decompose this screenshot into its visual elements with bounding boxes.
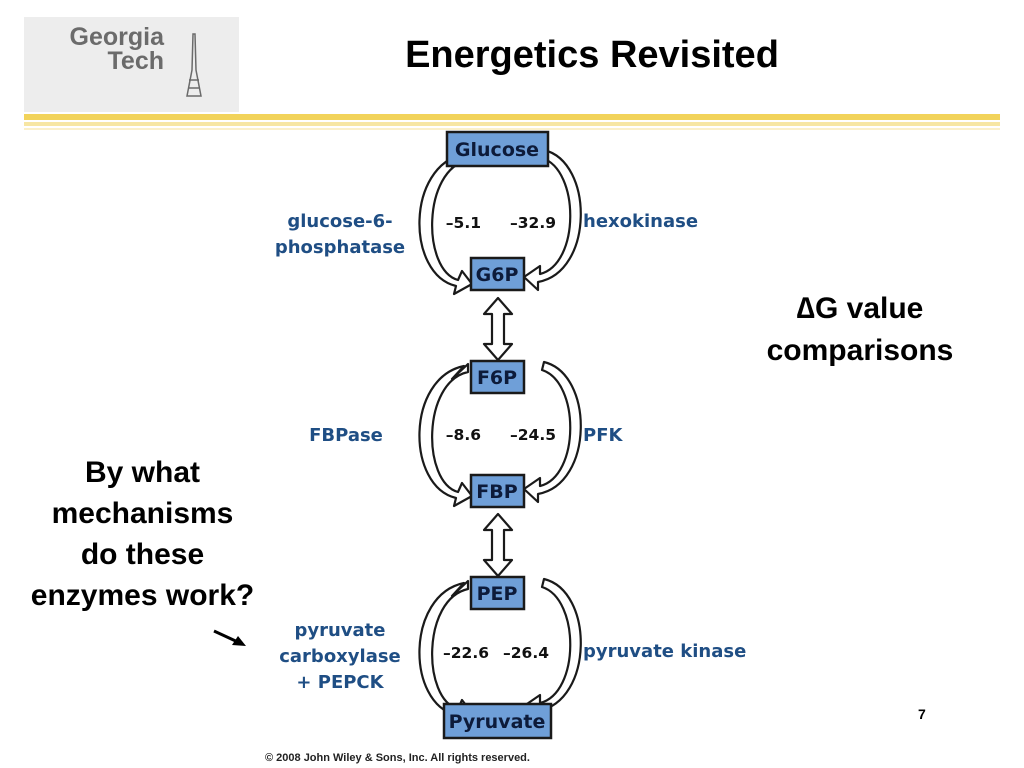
dg-reverse-1: –5.1 [446, 214, 481, 232]
pep-label: PEP [477, 583, 518, 605]
logo-line-1: Georgia [69, 23, 164, 51]
reversible-arrow-g6p-f6p [482, 296, 514, 362]
glucose-label: Glucose [455, 139, 539, 161]
glucose-node [445, 130, 550, 168]
dg-forward-1: –32.9 [510, 214, 556, 232]
pep-node [469, 575, 526, 611]
pointer-arrow-icon [213, 629, 246, 646]
dg-comparison-note: ∆G value comparisons [766, 292, 954, 367]
pyruvate-label: Pyruvate [449, 711, 546, 733]
slide-title: Energetics Revisited [405, 34, 779, 76]
enzyme-pyruvate-carboxylase-line-1: pyruvate [294, 620, 385, 641]
title-rule-3 [24, 128, 1000, 130]
copyright-notice: © 2008 John Wiley & Sons, Inc. All right… [265, 752, 530, 764]
page-number: 7 [918, 706, 926, 722]
g6p-node [469, 256, 526, 292]
f6p-node [469, 359, 526, 395]
pyruvate-node [442, 702, 553, 740]
title-rule-2 [24, 122, 1000, 126]
enzyme-pyruvate-carboxylase-line-2: carboxylase [279, 646, 401, 667]
enzyme-hexokinase: hexokinase [583, 211, 698, 232]
dg-forward-2: –24.5 [510, 426, 556, 444]
dg-forward-3: –26.4 [503, 644, 549, 662]
fbp-node [469, 473, 526, 509]
enzyme-glucose-6-phosphatase-line-1: glucose-6- [287, 211, 392, 232]
logo-line-2: Tech [107, 47, 165, 75]
reversible-arrow-fbp-pep [482, 512, 514, 578]
logo-panel [24, 17, 239, 112]
enzyme-pepck-line: + PEPCK [296, 672, 384, 693]
enzyme-glucose-6-phosphatase-line-2: phosphatase [275, 237, 405, 258]
enzyme-pfk: PFK [583, 425, 623, 446]
dg-reverse-2: –8.6 [446, 426, 481, 444]
georgia-tech-logo: Georgia Tech [34, 23, 165, 75]
dg-reverse-3: –22.6 [443, 644, 489, 662]
f6p-label: F6P [477, 367, 517, 389]
enzyme-fbpase: FBPase [309, 425, 383, 446]
g6p-label: G6P [476, 264, 519, 286]
tower-logo-icon [186, 33, 202, 97]
title-rule [24, 114, 1000, 120]
fbp-label: FBP [476, 481, 517, 503]
enzyme-pyruvate-kinase: pyruvate kinase [583, 641, 746, 662]
mechanism-question: By what mechanisms do these enzymes work… [30, 456, 255, 612]
